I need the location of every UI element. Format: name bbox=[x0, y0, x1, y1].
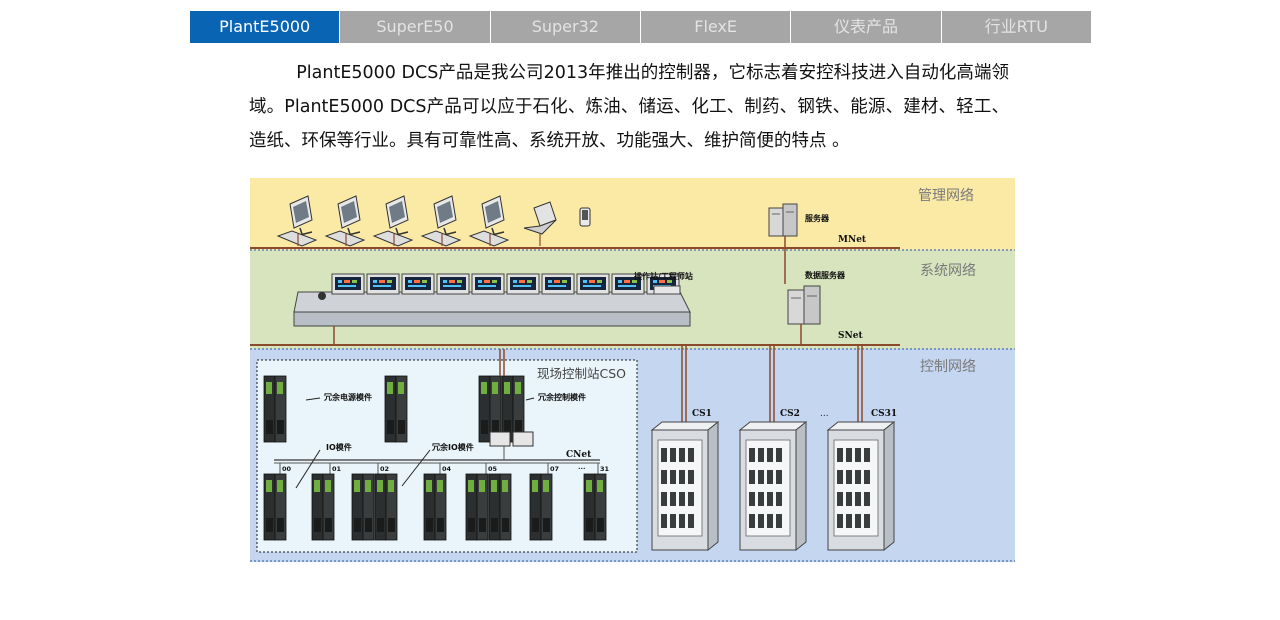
tab-industry-rtu[interactable]: 行业RTU bbox=[941, 11, 1091, 43]
label-redundant-io: 冗余IO模件 bbox=[431, 442, 474, 452]
label-redundant-power: 冗余电源模件 bbox=[323, 392, 372, 402]
label-field-station: 现场控制站CSO bbox=[537, 366, 626, 381]
zone-label-system: 系统网络 bbox=[920, 263, 976, 279]
operator-console bbox=[293, 273, 691, 327]
control-cabinets bbox=[651, 421, 895, 551]
label-io-module: IO模件 bbox=[326, 442, 352, 452]
svg-text:05: 05 bbox=[488, 465, 498, 473]
cabinet-label-cs1: CS1 bbox=[692, 409, 712, 419]
svg-text:01: 01 bbox=[332, 465, 342, 473]
tab-instrument-products[interactable]: 仪表产品 bbox=[791, 11, 941, 43]
laptop-icon bbox=[523, 201, 557, 235]
cabinet-label-cs2: CS2 bbox=[780, 409, 800, 419]
cabinet-label-cs31: CS31 bbox=[871, 409, 897, 419]
management-workstations bbox=[277, 195, 591, 247]
label-data-server: 数据服务器 bbox=[805, 270, 846, 280]
net-label-snet: SNet bbox=[838, 331, 863, 341]
zone-label-control: 控制网络 bbox=[920, 359, 976, 375]
mobile-device-icon bbox=[579, 207, 591, 227]
net-label-mnet: MNet bbox=[838, 235, 867, 245]
label-redundant-control: 冗余控制模件 bbox=[537, 392, 586, 402]
svg-text:07: 07 bbox=[550, 465, 559, 473]
svg-text:02: 02 bbox=[380, 465, 389, 473]
tab-flexe[interactable]: FlexE bbox=[640, 11, 791, 43]
tab-supere50[interactable]: SuperE50 bbox=[340, 11, 490, 43]
system-architecture-diagram: 管理网络 系统网络 控制网络 服务器 MNet bbox=[250, 178, 1015, 562]
io-slot-labels: 00 01 02 04 05 07 ... 31 bbox=[282, 463, 610, 473]
product-description: PlantE5000 DCS产品是我公司2013年推出的控制器，它标志着安控科技… bbox=[249, 63, 1009, 151]
tab-plante5000[interactable]: PlantE5000 bbox=[190, 11, 340, 43]
svg-text:...: ... bbox=[578, 463, 585, 471]
svg-text:04: 04 bbox=[442, 465, 452, 473]
cabinet-ellipsis: ... bbox=[820, 409, 829, 419]
label-server: 服务器 bbox=[805, 213, 830, 223]
svg-text:31: 31 bbox=[600, 465, 610, 473]
svg-text:00: 00 bbox=[282, 465, 292, 473]
management-drops bbox=[297, 234, 541, 246]
server-icon bbox=[768, 203, 798, 237]
data-server-icon bbox=[787, 285, 821, 325]
tab-super32[interactable]: Super32 bbox=[490, 11, 640, 43]
zone-label-management: 管理网络 bbox=[918, 188, 974, 204]
label-operator-station: 操作站/工程师站 bbox=[634, 271, 693, 281]
field-station-modules bbox=[263, 375, 534, 447]
product-tab-bar: PlantE5000 SuperE50 Super32 FlexE 仪表产品 行… bbox=[190, 11, 1091, 43]
net-label-cnet: CNet bbox=[566, 450, 592, 460]
